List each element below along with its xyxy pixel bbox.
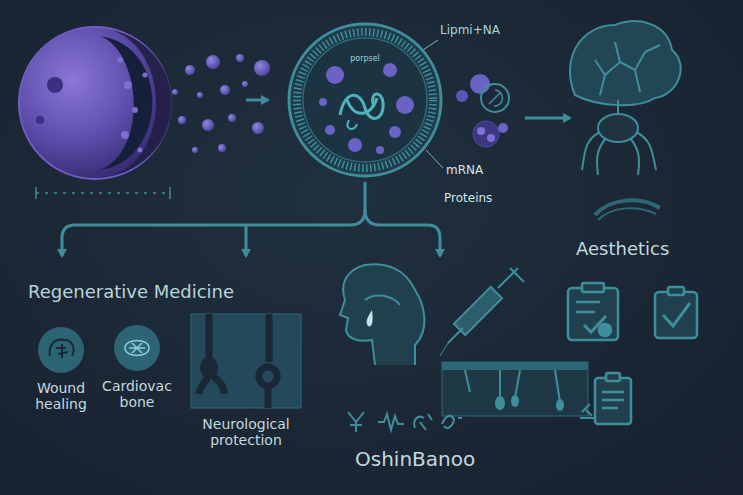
scale-bar (36, 187, 170, 199)
head-profile (340, 264, 424, 365)
arrow (246, 99, 268, 102)
icon-circle: Cardiovac bone (98, 324, 176, 410)
node-caption: Cardiovac bone (98, 324, 176, 410)
symbols-row (348, 412, 462, 432)
node-caption: Neurological protection (184, 312, 308, 448)
section-heading: Aesthetics (576, 239, 669, 260)
image-panel: Neurological protection (184, 312, 308, 448)
inner-label: porpsel (285, 54, 445, 63)
particles (172, 54, 270, 153)
cell (19, 27, 172, 179)
node-shape (26, 326, 96, 374)
section-heading: Regenerative Medicine (28, 282, 234, 303)
eyebrow (598, 208, 656, 220)
vesicles (456, 74, 509, 147)
syringe (440, 268, 524, 356)
node-shape (285, 20, 445, 180)
node-shape (184, 312, 308, 410)
callout-label: Lipmi+NA (440, 24, 500, 38)
callout-label: Proteins (444, 192, 492, 206)
skin-section (442, 362, 588, 416)
arrow (525, 117, 570, 120)
branch-arrows (62, 182, 440, 256)
callout-label: mRNA (446, 164, 483, 178)
brain-nerve (570, 21, 681, 175)
section-heading: OshinBanoo (355, 448, 475, 471)
clipboards (568, 283, 697, 424)
liposome-circle: porpsel (285, 20, 445, 180)
node-shape (98, 324, 176, 372)
node-caption: Wound healing (26, 326, 96, 412)
icon-circle: Wound healing (26, 326, 96, 412)
